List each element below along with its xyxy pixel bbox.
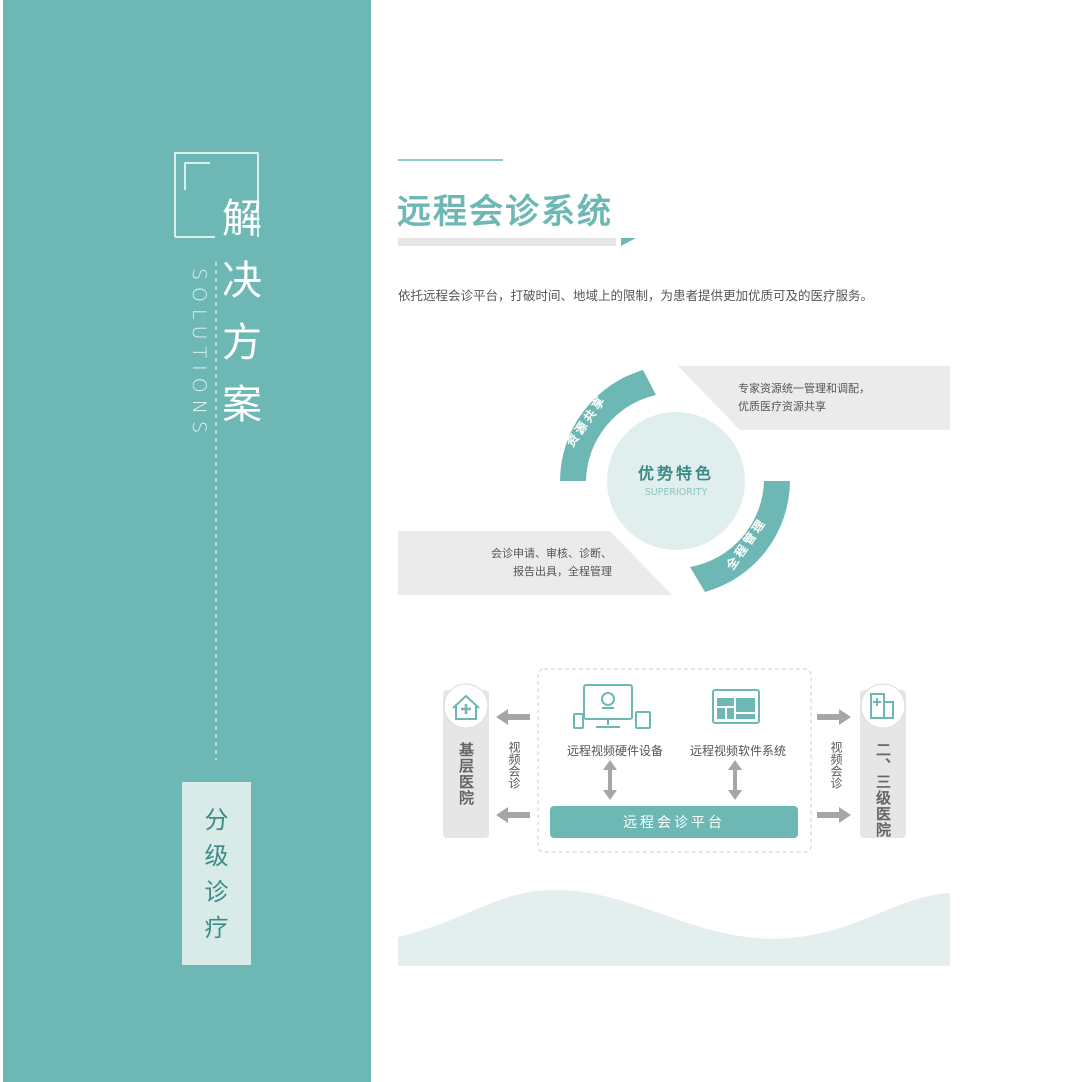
hardware-label: 远程视频硬件设备 <box>567 744 664 758</box>
video-consult-left: 视频会诊 <box>507 741 521 789</box>
title-char: 解 <box>222 196 262 242</box>
frame-inner <box>184 162 210 190</box>
clinic-icon <box>452 694 480 720</box>
software-window-icon <box>712 689 760 724</box>
description: 依托远程会诊平台，打破时间、地域上的限制，为患者提供更加优质可及的医疗服务。 <box>398 288 874 303</box>
frame-outer <box>174 152 259 237</box>
tag-char: 分 <box>204 805 229 834</box>
feature-box-bottom <box>398 531 672 595</box>
center-circle <box>607 412 745 550</box>
double-arrow-icon <box>603 760 617 800</box>
arrow-right-icon <box>817 807 851 823</box>
page-title: 远程会诊系统 <box>397 192 613 232</box>
text-line: 优质医疗资源共享 <box>738 400 826 413</box>
tag-char: 级 <box>204 841 229 870</box>
title-char: 决 <box>222 258 262 304</box>
feature-box-bottom-text: 会诊申请、审核、诊断、 报告出具，全程管理 <box>482 545 612 581</box>
platform-dashed-frame <box>537 668 812 853</box>
feature-box-top <box>678 366 950 430</box>
title-underline-accent <box>621 238 636 246</box>
feature-box-top-text: 专家资源统一管理和调配， 优质医疗资源共享 <box>738 380 870 416</box>
center-subtitle: SUPERIORITY <box>644 487 708 498</box>
sidebar-subtitle: SOLUTIONS <box>188 268 210 440</box>
tag-char: 诊 <box>204 877 229 906</box>
software-label: 远程视频软件系统 <box>690 744 787 758</box>
right-hospital-bg <box>860 690 906 838</box>
text-line: 专家资源统一管理和调配， <box>738 382 870 395</box>
arrow-right-icon <box>817 709 851 725</box>
video-consult-right: 视频会诊 <box>829 741 843 789</box>
text-line: 会诊申请、审核、诊断、 <box>491 547 612 560</box>
title-char: 方 <box>222 320 262 366</box>
double-arrow-icon <box>728 760 742 800</box>
tag-char: 疗 <box>204 913 229 942</box>
title-char: 案 <box>222 382 262 428</box>
arrow-left-icon <box>496 807 530 823</box>
sidebar-decoration <box>174 152 259 760</box>
arc-full-management <box>690 481 790 592</box>
category-tag: 分 级 诊 疗 <box>182 782 251 965</box>
sidebar-title: 解 决 方 案 <box>222 188 262 436</box>
title-underline <box>398 238 616 246</box>
hospital-building-icon <box>870 693 894 719</box>
arc-resource-sharing <box>560 370 656 481</box>
right-hospital-label: 二、三级医院 <box>874 742 892 838</box>
arrow-left-icon <box>496 709 530 725</box>
left-hospital-label: 基层医院 <box>457 742 475 806</box>
text-line: 报告出具，全程管理 <box>513 565 612 578</box>
left-hospital-bg <box>443 690 489 838</box>
hardware-devices-icon <box>573 684 651 729</box>
center-title: 优势特色 <box>637 464 714 483</box>
arrows <box>496 709 851 823</box>
wave-decoration <box>398 889 950 966</box>
platform-bar: 远程会诊平台 <box>550 806 798 838</box>
